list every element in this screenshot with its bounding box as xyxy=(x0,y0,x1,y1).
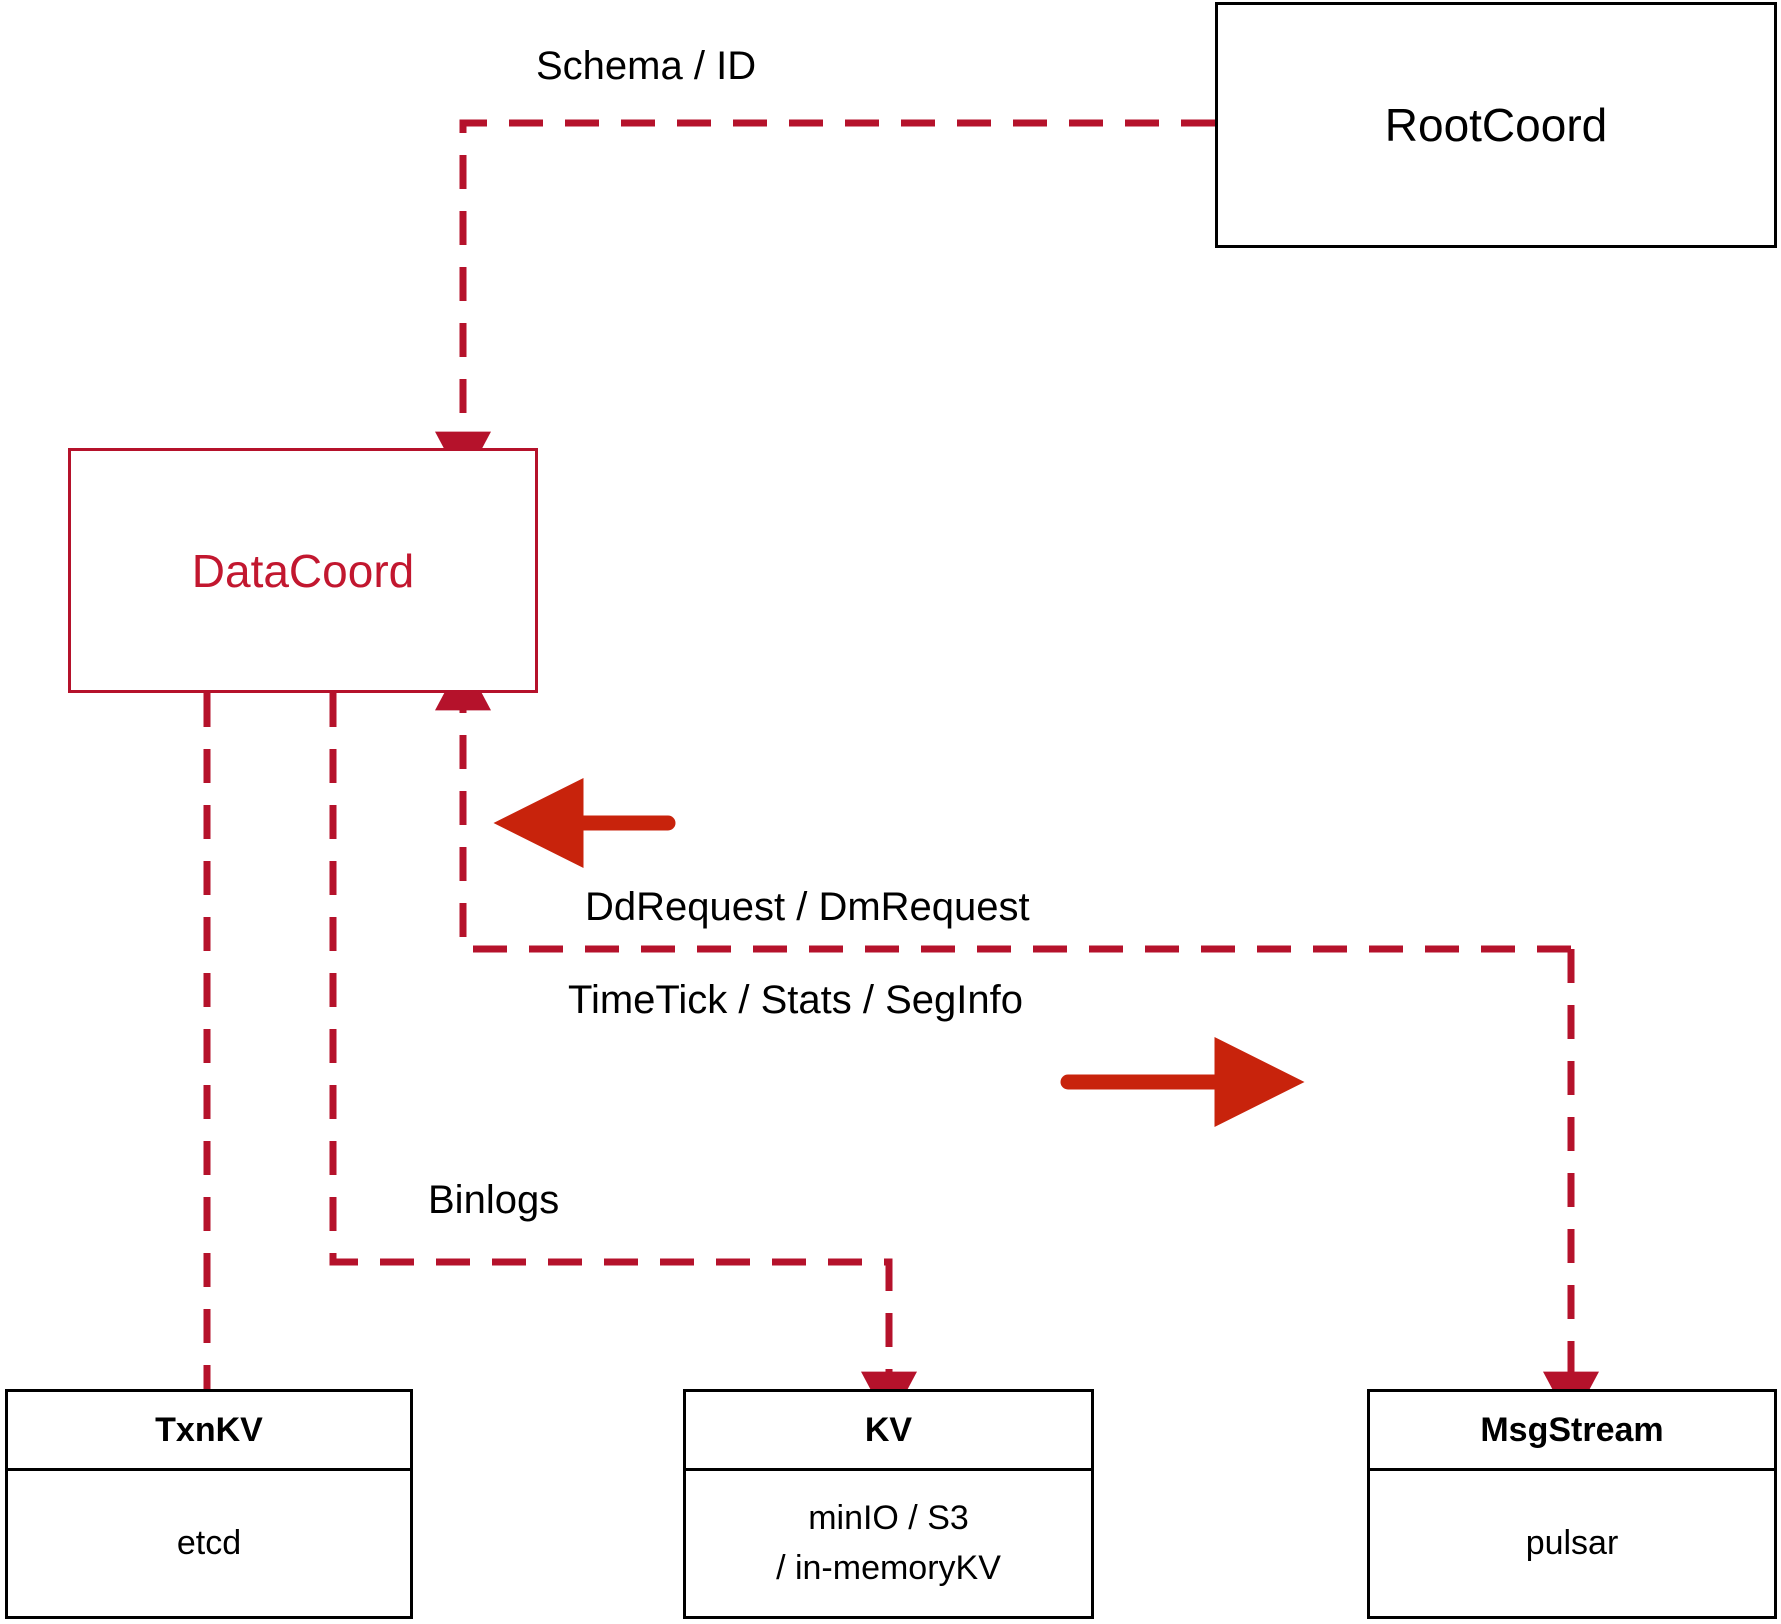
node-kv-body: minIO / S3 / in-memoryKV xyxy=(686,1471,1091,1616)
node-kv-body-line-1: minIO / S3 xyxy=(808,1499,969,1538)
edge-label-dd-dm-request: DdRequest / DmRequest xyxy=(585,885,1030,929)
edge-datacoord-to-kv xyxy=(329,693,917,1425)
edge-label-schema-id: Schema / ID xyxy=(536,44,757,88)
node-msgstream[interactable]: MsgStream pulsar xyxy=(1367,1389,1777,1619)
node-txnkv[interactable]: TxnKV etcd xyxy=(5,1389,413,1619)
edge-label-binlogs: Binlogs xyxy=(428,1178,560,1222)
node-msgstream-body: pulsar xyxy=(1370,1471,1774,1616)
node-datacoord[interactable]: DataCoord xyxy=(68,448,538,693)
node-datacoord-label: DataCoord xyxy=(191,544,415,597)
node-kv[interactable]: KV minIO / S3 / in-memoryKV xyxy=(683,1389,1094,1619)
edge-label-timetick-stats-seginfo: TimeTick / Stats / SegInfo xyxy=(568,978,1023,1022)
node-rootcoord[interactable]: RootCoord xyxy=(1215,2,1777,248)
node-msgstream-title: MsgStream xyxy=(1370,1392,1774,1471)
node-kv-body-line-2: / in-memoryKV xyxy=(776,1548,1001,1587)
node-txnkv-body: etcd xyxy=(8,1471,410,1616)
edge-msgstream-to-datacoord xyxy=(435,657,1571,953)
edge-rootcoord-to-datacoord xyxy=(435,119,1215,485)
node-rootcoord-label: RootCoord xyxy=(1384,99,1608,151)
node-txnkv-title: TxnKV xyxy=(8,1392,410,1471)
node-msgstream-body-line-1: pulsar xyxy=(1525,1523,1619,1562)
node-txnkv-body-line-1: etcd xyxy=(176,1523,242,1562)
node-kv-title: KV xyxy=(686,1392,1091,1471)
